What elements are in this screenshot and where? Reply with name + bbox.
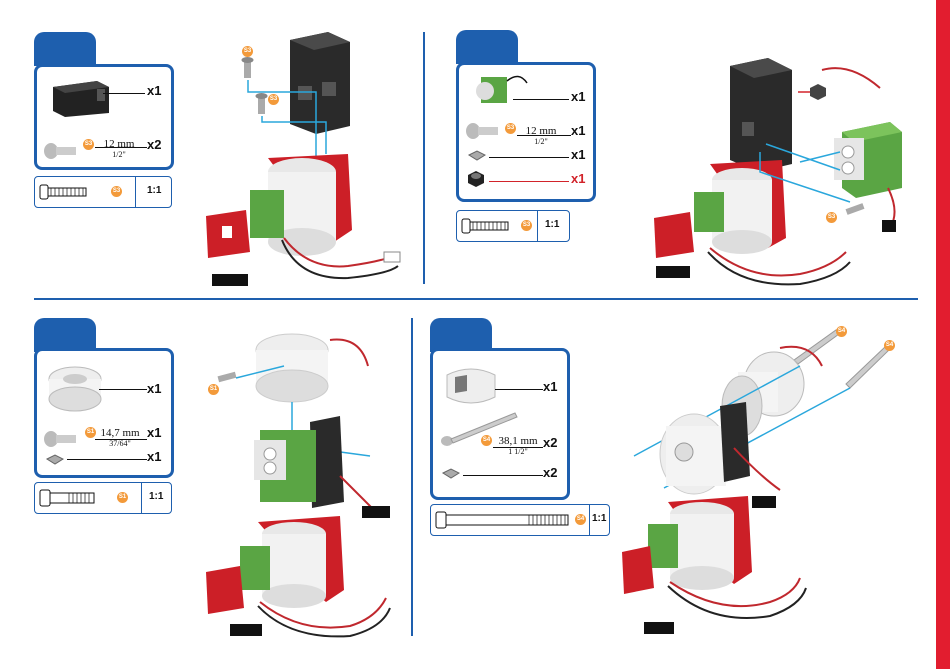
- step-1-tab: [34, 32, 96, 66]
- step-4-scale-badge: S4: [575, 514, 586, 525]
- step-4-bolt-badge: S4: [481, 435, 492, 446]
- step-4-scale-box: S4 1:1: [430, 504, 610, 536]
- step-2-parts-box: x1 S3 12 mm 1/2" x1 x1 x1: [456, 62, 596, 202]
- long-bolt-scale-icon: [435, 510, 571, 530]
- square-nut-icon: [45, 453, 65, 467]
- screw-scale-icon: [461, 217, 511, 235]
- screw-icon: [43, 429, 79, 449]
- step-4-part-3-qty: x2: [543, 465, 557, 480]
- step-2-part-3-qty: x1: [571, 147, 585, 162]
- step-2-scale-ratio: 1:1: [545, 219, 559, 230]
- step-3-part-3-qty: x1: [147, 449, 161, 464]
- step-3-tab: [34, 318, 96, 352]
- black-servo-case-icon: [45, 73, 115, 119]
- step-4-parts-box: x1 S4 38,1 mm 1 1/2" x2 x2: [430, 348, 570, 500]
- step-1-callout-1: S3: [242, 46, 253, 57]
- step-2-screw-dimension: 12 mm 1/2": [519, 125, 563, 146]
- step-3-parts-box: x1 S1 14,7 mm 37/64" x1 x1: [34, 348, 174, 478]
- step-4-assembly-illustration: [610, 326, 910, 646]
- screw-icon: [43, 141, 79, 161]
- step-4-part-2-qty: x2: [543, 435, 557, 450]
- step-4-tab: [430, 318, 492, 352]
- step-2-part-4-qty: x1: [571, 171, 585, 186]
- screw-icon: [465, 121, 501, 141]
- brand-side-bar: [936, 0, 950, 669]
- step-1-parts-box: x1 S3 12 mm 1/2" x2: [34, 64, 174, 170]
- step-2-scale-box: S3 1:1: [456, 210, 570, 242]
- step-2-tab: [456, 30, 518, 64]
- step-1-callout-2: S3: [268, 94, 279, 105]
- square-nut-icon: [441, 467, 461, 481]
- white-servo-horn-ring-icon: [45, 365, 105, 415]
- step-3-part-1-qty: x1: [147, 381, 161, 396]
- green-servo-icon: [469, 71, 529, 111]
- step-1-scale-box: S3 1:1: [34, 176, 172, 208]
- step-1-scale-ratio: 1:1: [147, 185, 161, 196]
- step-4-bolt-dimension: 38,1 mm 1 1/2": [495, 435, 541, 456]
- step-1-part-1-qty: x1: [147, 83, 161, 98]
- screw-scale-icon: [39, 488, 97, 508]
- step-3-part-2-qty: x1: [147, 425, 161, 440]
- step-2-callout-1: S3: [826, 212, 837, 223]
- step-3-assembly-illustration: [200, 326, 400, 646]
- step-divider-horizontal: [34, 298, 918, 300]
- step-3-scale-box: S1 1:1: [34, 482, 172, 514]
- step-3-scale-ratio: 1:1: [149, 491, 163, 502]
- step-1-assembly-illustration: [198, 30, 408, 295]
- step-1-scale-badge: S3: [111, 186, 122, 197]
- step-2-part-1-qty: x1: [571, 89, 585, 104]
- step-divider-vertical-top: [423, 32, 425, 284]
- step-2-screw-badge: S3: [505, 123, 516, 134]
- step-4-part-1-qty: x1: [543, 379, 557, 394]
- step-3-scale-badge: S1: [117, 492, 128, 503]
- step-2-part-2-qty: x1: [571, 123, 585, 138]
- step-3-screw-dimension: 14,7 mm 37/64": [95, 427, 145, 448]
- square-nut-icon: [467, 149, 487, 163]
- step-4-callout-2: S4: [884, 340, 895, 351]
- step-1-part-2-qty: x2: [147, 137, 161, 152]
- step-2-assembly-illustration: [650, 52, 910, 292]
- white-cylinder-cover-icon: [441, 365, 501, 415]
- lock-nut-icon: [465, 169, 487, 189]
- step-3-callout-1: S1: [208, 384, 219, 395]
- step-2-scale-badge: S3: [521, 220, 532, 231]
- step-4-scale-ratio: 1:1: [592, 513, 606, 524]
- screw-scale-icon: [39, 183, 89, 201]
- step-1-screw-badge: S3: [83, 139, 94, 150]
- step-1-screw-dimension: 12 mm 1/2": [97, 138, 141, 159]
- step-4-callout-1: S4: [836, 326, 847, 337]
- step-divider-vertical-bottom: [411, 318, 413, 636]
